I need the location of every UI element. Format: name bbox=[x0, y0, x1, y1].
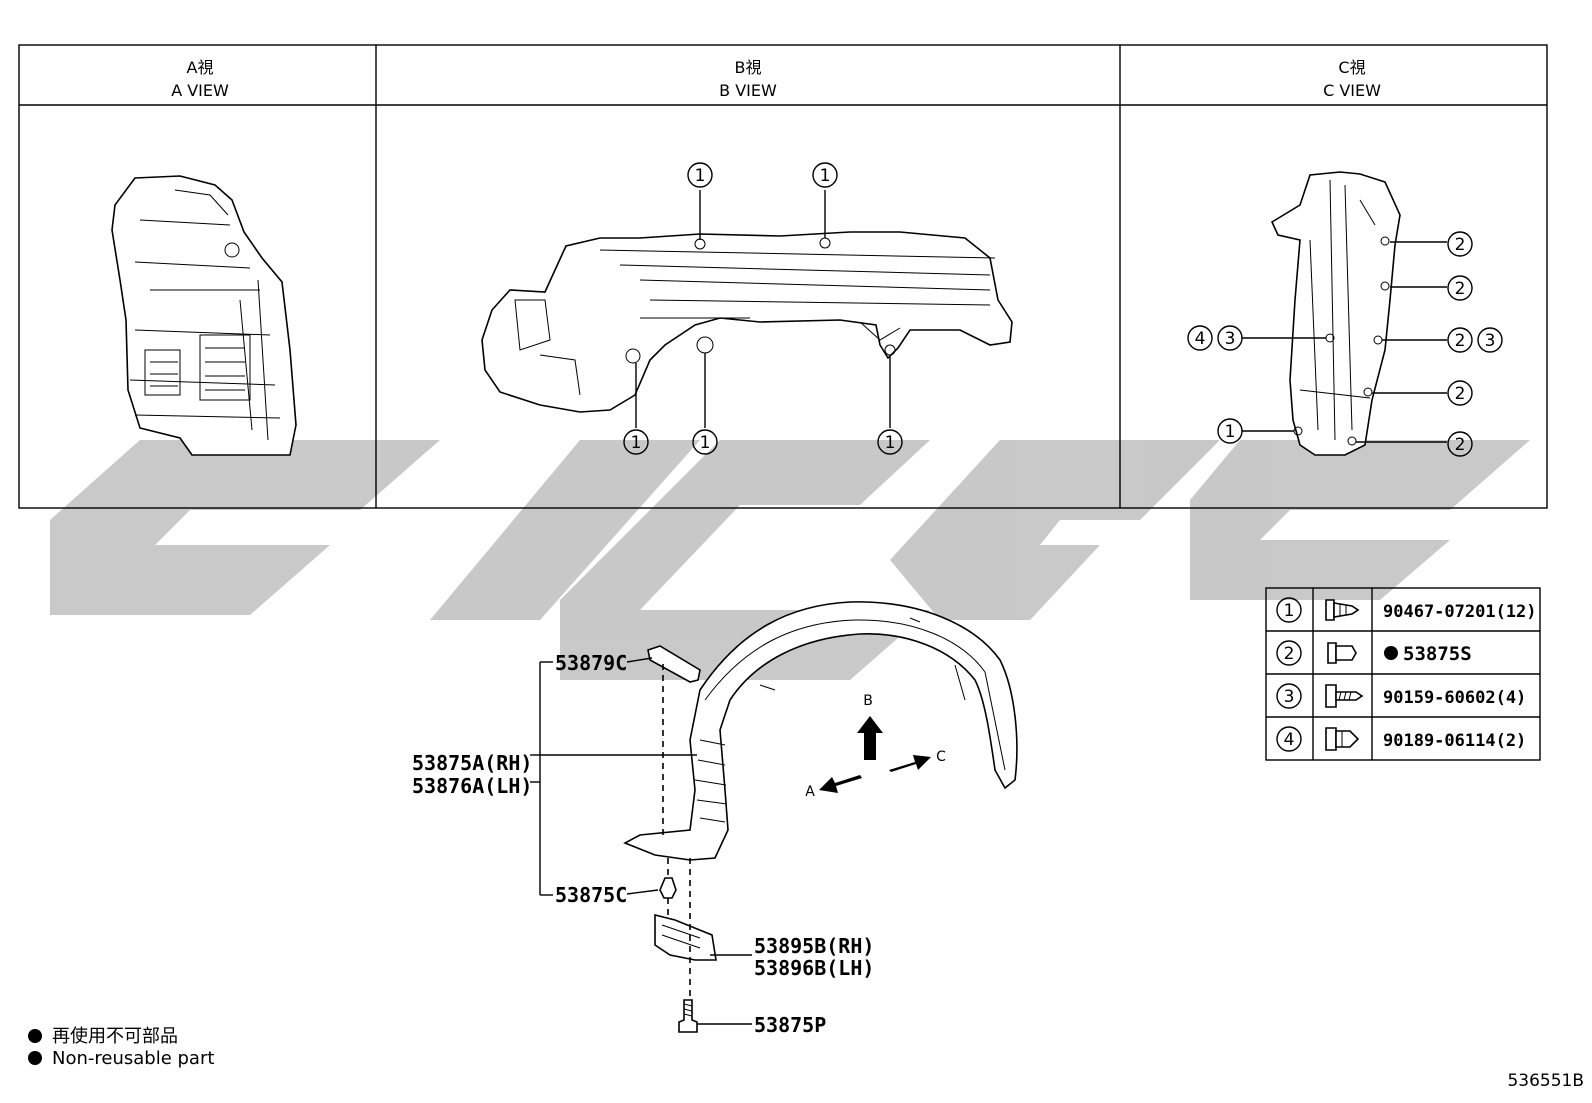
clip-90189-icon bbox=[1325, 727, 1360, 751]
view-arrows bbox=[819, 716, 931, 793]
table-row-3-num: 3 bbox=[1284, 687, 1295, 707]
view-a-title-en: A VIEW bbox=[171, 81, 229, 100]
part-leader-lines bbox=[530, 657, 752, 1025]
arrow-b-icon bbox=[857, 716, 883, 760]
c-callout-2-c: 2 bbox=[1455, 331, 1466, 351]
legend-en-text: Non-reusable part bbox=[52, 1048, 215, 1069]
b-view-callouts bbox=[623, 162, 903, 455]
view-b-title-jp: B視 bbox=[735, 58, 762, 77]
a-view-liner-drawing bbox=[111, 175, 297, 456]
fastener-table bbox=[1265, 587, 1541, 761]
table-row-1-num: 1 bbox=[1284, 601, 1295, 621]
c-callout-2-a: 2 bbox=[1455, 235, 1466, 255]
c-callout-2-e: 2 bbox=[1455, 435, 1466, 455]
nonreusable-dot-icon bbox=[28, 1051, 42, 1065]
label-53876a-lh: 53876A(LH) bbox=[412, 774, 532, 798]
bolt-53875p-drawing bbox=[678, 999, 698, 1033]
legend-jp: 再使用不可部品 bbox=[28, 1022, 178, 1048]
b-callout-1-bottom-left: 1 bbox=[631, 433, 642, 453]
legend-en: Non-reusable part bbox=[28, 1048, 214, 1069]
label-53875c: 53875C bbox=[555, 883, 627, 907]
shield-53895b-drawing bbox=[654, 913, 717, 961]
label-53896b-lh: 53896B(LH) bbox=[754, 956, 874, 980]
nonreusable-dot-icon bbox=[1384, 646, 1398, 660]
c-callout-1: 1 bbox=[1225, 422, 1236, 442]
c-callout-3-b: 3 bbox=[1225, 329, 1236, 349]
table-row-2-part: 53875S bbox=[1403, 643, 1472, 665]
b-callout-1-top-left: 1 bbox=[695, 166, 706, 186]
label-53879c: 53879C bbox=[555, 651, 627, 675]
screw-90159-icon bbox=[1325, 684, 1364, 708]
c-callout-4: 4 bbox=[1195, 329, 1206, 349]
label-53895b-rh: 53895B(RH) bbox=[754, 934, 874, 958]
watermark-logo bbox=[50, 440, 1530, 680]
c-view-liner-drawing bbox=[1270, 171, 1401, 456]
label-53875a-rh: 53875A(RH) bbox=[412, 751, 532, 775]
nut-53875s-icon bbox=[1327, 642, 1357, 664]
illustration-code: 536551B bbox=[1507, 1071, 1584, 1091]
clip-53875c-drawing bbox=[659, 877, 677, 899]
clip-53879c-drawing bbox=[647, 645, 701, 683]
arrow-b-label: B bbox=[863, 693, 873, 709]
table-row-3-part: 90159-60602(4) bbox=[1383, 688, 1526, 708]
view-a-title-jp: A視 bbox=[187, 58, 214, 77]
c-view-callouts bbox=[1187, 231, 1503, 457]
table-row-1-part: 90467-07201(12) bbox=[1383, 602, 1537, 622]
b-callout-1-top-right: 1 bbox=[820, 166, 831, 186]
view-c-title-jp: C視 bbox=[1338, 58, 1365, 77]
b-view-liner-drawing bbox=[481, 231, 1013, 413]
legend-jp-text: 再使用不可部品 bbox=[52, 1026, 178, 1047]
b-callout-1-bottom-right: 1 bbox=[885, 433, 896, 453]
arrow-c-label: C bbox=[936, 749, 946, 765]
nonreusable-dot-icon bbox=[28, 1029, 42, 1043]
b-callout-1-bottom-mid: 1 bbox=[700, 433, 711, 453]
table-row-2-num: 2 bbox=[1284, 644, 1295, 664]
table-row-4-num: 4 bbox=[1284, 730, 1295, 750]
label-53875p: 53875P bbox=[754, 1013, 826, 1037]
table-row-4-part: 90189-06114(2) bbox=[1383, 731, 1526, 751]
arrow-a-label: A bbox=[805, 784, 815, 800]
c-callout-2-b: 2 bbox=[1455, 279, 1466, 299]
arrow-a-icon bbox=[819, 775, 862, 793]
clip-90467-icon bbox=[1325, 599, 1360, 621]
view-b-title-en: B VIEW bbox=[719, 81, 777, 100]
c-callout-2-d: 2 bbox=[1455, 384, 1466, 404]
assembly-guide-lines bbox=[662, 664, 691, 1000]
arrow-c-icon bbox=[889, 755, 931, 772]
c-callout-3-a: 3 bbox=[1485, 331, 1496, 351]
view-table bbox=[18, 44, 1548, 509]
view-c-title-en: C VIEW bbox=[1323, 81, 1381, 100]
fender-liner-drawing bbox=[623, 601, 1018, 861]
